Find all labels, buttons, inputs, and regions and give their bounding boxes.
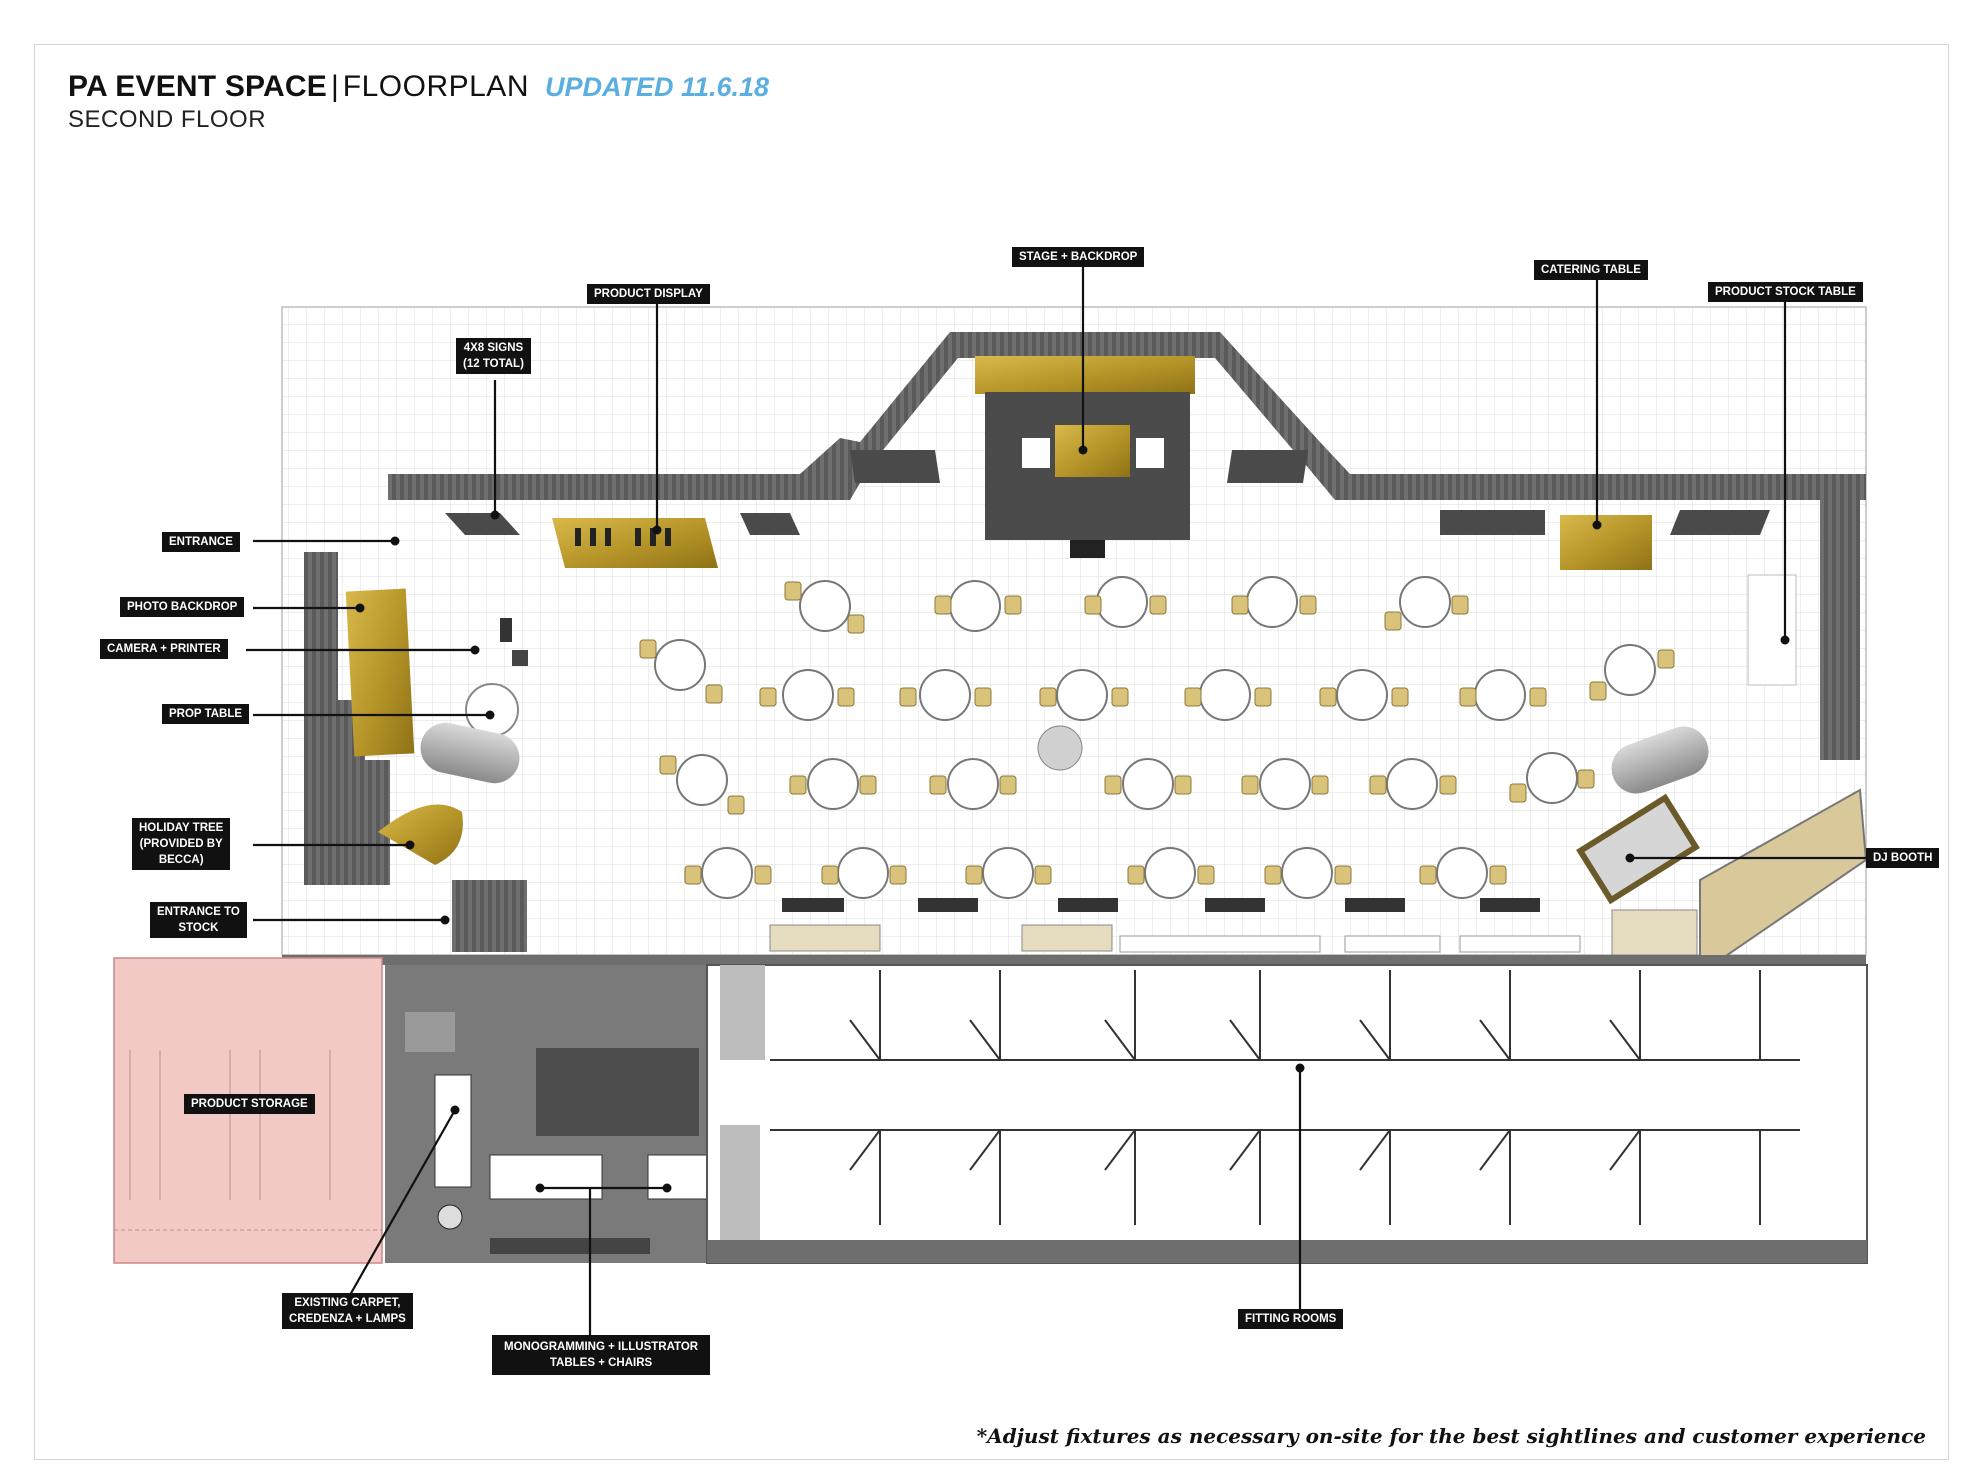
title-light: FLOORPLAN	[342, 70, 529, 103]
mono-table-1	[489, 1154, 603, 1200]
bottom-benches	[782, 898, 1540, 912]
curtain-wall	[388, 332, 1866, 500]
label-stage: STAGE + BACKDROP	[1012, 247, 1145, 267]
label-holiday-tree-line1: HOLIDAY TREE	[139, 822, 224, 834]
fitting-bottom-wall	[707, 1240, 1867, 1263]
label-existing-carpet: EXISTING CARPET, CREDENZA + LAMPS	[282, 1293, 413, 1329]
lamp	[437, 1204, 463, 1230]
leader-dots	[355, 445, 1790, 1193]
label-carpet-line1: EXISTING CARPET,	[294, 1297, 401, 1309]
curtain-right	[1820, 500, 1860, 760]
label-entrance-stock-line2: STOCK	[178, 922, 219, 934]
label-photo-backdrop: PHOTO BACKDROP	[120, 597, 245, 617]
printer	[512, 650, 528, 666]
fitting-room-stalls	[770, 970, 1800, 1225]
title-separator: |	[330, 70, 339, 103]
label-product-storage: PRODUCT STORAGE	[184, 1094, 315, 1114]
sheet-border	[34, 44, 1949, 1460]
product-stock-table	[1747, 574, 1797, 686]
title-bold: PA EVENT SPACE	[68, 70, 327, 103]
bottom-racks	[1119, 935, 1581, 953]
fitting-rooms-area	[706, 964, 1868, 1264]
updated-date: UPDATED 11.6.18	[544, 72, 770, 102]
stage-chair-left	[1022, 438, 1050, 468]
label-mono-line2: TABLES + CHAIRS	[549, 1357, 653, 1369]
cylinder-mid	[1037, 725, 1083, 771]
label-prop-table: PROP TABLE	[162, 704, 250, 724]
label-entrance: ENTRANCE	[162, 532, 240, 552]
stage-backdrop	[975, 356, 1195, 394]
catering-table	[1560, 515, 1652, 570]
cylinder-left	[420, 722, 520, 784]
signs	[445, 450, 1770, 535]
label-camera-printer: CAMERA + PRINTER	[100, 639, 228, 659]
dj-riser	[1699, 788, 1868, 961]
existing-carpet	[536, 1048, 699, 1136]
product-display-items	[575, 528, 671, 546]
label-product-stock: PRODUCT STOCK TABLE	[1708, 282, 1863, 302]
leader-lines	[246, 265, 1870, 1338]
label-holiday-tree-line2: (PROVIDED BY	[139, 838, 223, 850]
stage-chair-right	[1136, 438, 1164, 468]
mono-rug	[490, 1238, 650, 1254]
stage-table	[1055, 425, 1130, 477]
prop-table	[465, 683, 519, 737]
label-monogramming: MONOGRAMMING + ILLUSTRATOR TABLES + CHAI…	[492, 1335, 711, 1375]
storage-shelves	[114, 1050, 382, 1231]
separating-wall	[282, 955, 1866, 965]
stage-steps	[1070, 540, 1105, 558]
label-mono-line1: MONOGRAMMING + ILLUSTRATOR	[504, 1341, 699, 1353]
curtain-left	[304, 552, 390, 885]
fitting-pillar	[720, 965, 765, 1060]
footnote: *Adjust fixtures as necessary on-site fo…	[976, 1424, 1926, 1448]
label-signs-line2: (12 TOTAL)	[463, 358, 524, 370]
credenza-shadow	[405, 1012, 455, 1052]
label-signs: 4X8 SIGNS (12 TOTAL)	[456, 338, 531, 374]
label-catering: CATERING TABLE	[1534, 260, 1648, 280]
label-fitting-rooms: FITTING ROOMS	[1238, 1309, 1344, 1329]
label-holiday-tree-line3: BECCA)	[158, 854, 204, 866]
photo-backdrop	[345, 588, 415, 757]
dj-booth	[1576, 793, 1700, 905]
label-dj-booth: DJ BOOTH	[1866, 848, 1940, 868]
label-signs-line1: 4X8 SIGNS	[463, 342, 524, 354]
label-holiday-tree: HOLIDAY TREE (PROVIDED BY BECCA)	[132, 818, 231, 870]
bottom-counters	[769, 909, 1698, 956]
holiday-tree	[378, 804, 463, 865]
credenza	[434, 1074, 472, 1188]
cylinder-right	[1611, 726, 1709, 794]
label-product-display: PRODUCT DISPLAY	[587, 284, 710, 304]
mono-table-2	[647, 1154, 714, 1200]
label-entrance-stock: ENTRANCE TO STOCK	[150, 902, 247, 938]
guest-tables	[639, 576, 1675, 899]
page-subtitle: SECOND FLOOR	[68, 106, 267, 133]
label-carpet-line2: CREDENZA + LAMPS	[289, 1313, 406, 1325]
entrance-stock-box	[452, 880, 527, 952]
camera	[500, 618, 512, 642]
label-entrance-stock-line1: ENTRANCE TO	[157, 906, 240, 918]
